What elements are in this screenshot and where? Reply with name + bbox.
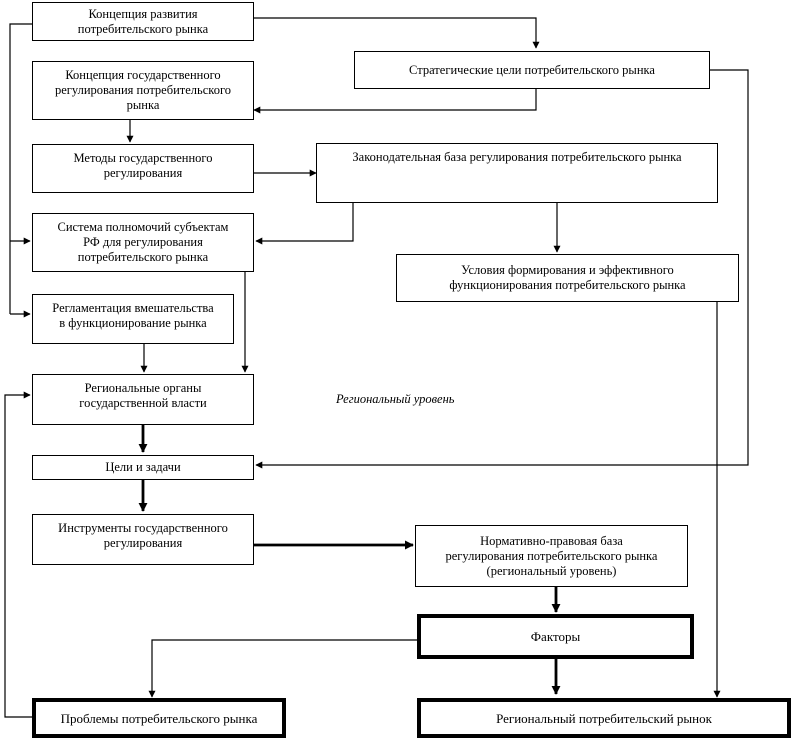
box-regional-authorities: Региональные органы государственной влас… bbox=[32, 374, 254, 425]
box-consumer-market-problems: Проблемы потребительского рынка bbox=[32, 698, 286, 738]
arrow-concept-to-strategic bbox=[254, 17, 540, 49]
box-intervention-regulation: Регламентация вмешательства в функционир… bbox=[32, 294, 234, 344]
arrow-strategic-to-goals bbox=[255, 69, 749, 469]
box-formation-conditions: Условия формирования и эффективного функ… bbox=[396, 254, 739, 302]
connector-left-spine bbox=[9, 23, 32, 314]
arrow-problems-to-regional-organs bbox=[4, 391, 32, 718]
arrow-strategic-to-gov-concept bbox=[253, 89, 537, 114]
box-regional-consumer-market: Региональный потребительский рынок bbox=[417, 698, 791, 738]
box-gov-regulation-concept: Концепция государственного регулирования… bbox=[32, 61, 254, 120]
arrow-legislation-to-system bbox=[255, 203, 354, 245]
box-consumer-market-concept: Концепция развития потребительского рынк… bbox=[32, 2, 254, 41]
box-goals-tasks: Цели и задачи bbox=[32, 455, 254, 480]
box-strategic-goals: Стратегические цели потребительского рын… bbox=[354, 51, 710, 89]
arrow-factors-to-problems bbox=[148, 639, 417, 698]
box-regulation-methods: Методы государственного регулирования bbox=[32, 144, 254, 193]
label-regional-level: Региональный уровень bbox=[336, 392, 455, 406]
box-legislative-base: Законодательная база регулирования потре… bbox=[316, 143, 718, 203]
box-regulation-instruments: Инструменты государственного регулирован… bbox=[32, 514, 254, 565]
box-normative-legal-base: Нормативно-правовая база регулирования п… bbox=[415, 525, 688, 587]
box-powers-system: Система полномочий субъектам РФ для регу… bbox=[32, 213, 254, 272]
box-factors: Факторы bbox=[417, 614, 694, 659]
